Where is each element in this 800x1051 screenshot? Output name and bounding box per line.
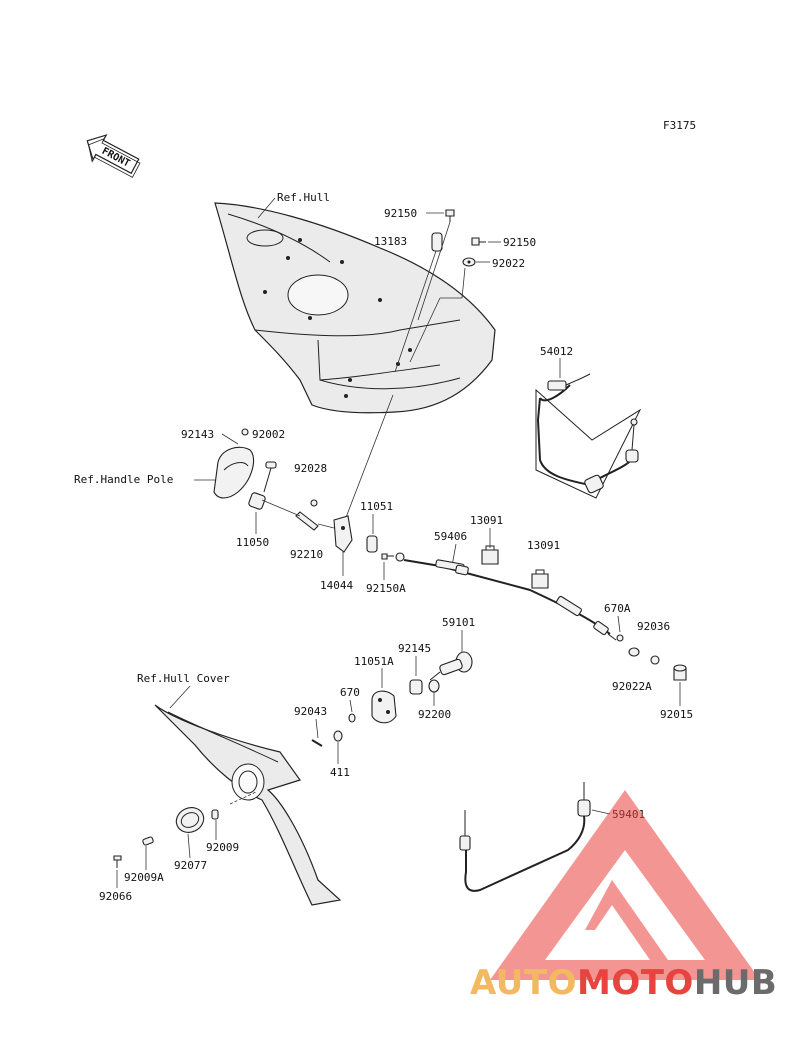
cable-59406 [395,552,617,641]
screw-92066 [113,855,122,868]
watermark-logo [490,790,760,980]
cap-92015 [673,664,687,681]
bracket-14044 [333,515,353,553]
bolt-92028 [263,461,277,493]
callout-92028: 92028 [294,462,327,475]
brand-auto: AUTO [470,963,577,1003]
spring-92145 [409,679,423,695]
callout-92015: 92015 [660,708,693,721]
callout-11051A: 11051A [354,655,394,668]
callout-92022A: 92022A [612,680,652,693]
callout-92009: 92009 [206,841,239,854]
lever-59101 [429,651,473,681]
callout-13183: 13183 [374,235,407,248]
callout-59406: 59406 [434,530,467,543]
ref-hull-label: Ref.Hull [277,191,330,204]
watermark-brand: AUTOMOTOHUB [470,963,777,1003]
callout-92150-top: 92150 [384,207,417,220]
washer-411 [333,730,343,742]
brand-hub: HUB [693,963,778,1003]
ref-hull-cover-label: Ref.Hull Cover [137,672,230,685]
holder-13183 [431,232,443,252]
callout-92066: 92066 [99,890,132,903]
callout-92145: 92145 [398,642,431,655]
callout-14044: 14044 [320,579,353,592]
callout-670A: 670A [604,602,631,615]
cap-92077 [175,807,205,833]
cable-54012 [535,373,642,499]
pin-92210 [295,499,319,531]
ref-handle-pole-label: Ref.Handle Pole [74,473,173,486]
clip-92150-right [471,237,486,246]
hull-section [214,202,496,414]
brand-moto: MOTO [576,963,694,1003]
cable-59401 [459,782,591,892]
callout-11051: 11051 [360,500,393,513]
callout-92002: 92002 [252,428,285,441]
washer-92200 [428,679,440,693]
callout-92143: 92143 [181,428,214,441]
callout-670: 670 [340,686,360,699]
callout-411: 411 [330,766,350,779]
clip-92150A [381,553,394,560]
callout-92150A: 92150A [366,582,406,595]
ring-670 [348,713,356,723]
washer-92022 [462,257,476,267]
callout-92210: 92210 [290,548,323,561]
callout-92200: 92200 [418,708,451,721]
callout-54012: 54012 [540,345,573,358]
clamp-13091-a [481,545,499,565]
screw-92002 [241,428,249,436]
diagram-code: F3175 [663,119,696,132]
ring-670A [616,634,624,642]
callout-59101: 59101 [442,616,475,629]
bracket-11051A [371,690,397,724]
callout-92077: 92077 [174,859,207,872]
callout-92009A: 92009A [124,871,164,884]
screw-92009A [142,836,154,846]
clamp-13091-b [531,569,549,589]
callout-92150-right: 92150 [503,236,536,249]
nut-92036 [628,647,640,657]
handle-pole-bracket [213,446,255,499]
callout-13091-a: 13091 [470,514,503,527]
callout-92022: 92022 [492,257,525,270]
callout-92043: 92043 [294,705,327,718]
clamp-11050 [248,492,266,510]
washer-92022A [650,655,660,665]
front-arrow-icon: FRONT [86,134,141,178]
joint-11051 [366,535,378,553]
callout-13091-b: 13091 [527,539,560,552]
screw-92009 [211,809,219,820]
callout-11050: 11050 [236,536,269,549]
hull-cover [154,704,342,906]
clip-92150-top [445,209,455,222]
pin-92043 [311,739,323,747]
callout-92036: 92036 [637,620,670,633]
